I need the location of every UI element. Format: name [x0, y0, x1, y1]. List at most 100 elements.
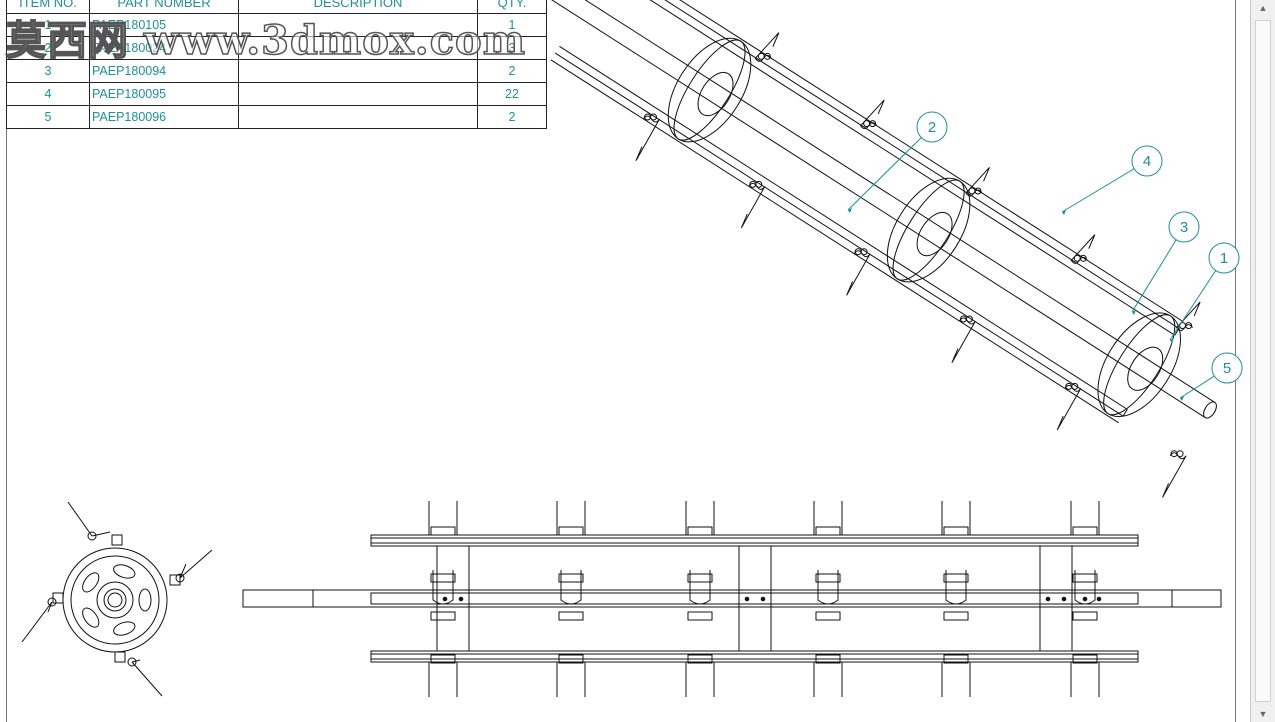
disc-face	[673, 39, 746, 141]
end-hub	[96, 581, 134, 619]
spring-tine	[740, 182, 766, 229]
tine-coil	[1071, 382, 1079, 390]
disc-slot	[113, 564, 136, 579]
bolt-hole	[1096, 596, 1102, 602]
end-tine	[131, 659, 163, 697]
spring-tine	[1056, 384, 1082, 431]
balloon-leader	[847, 126, 933, 211]
front-view	[242, 501, 1222, 697]
disc-slot	[82, 572, 100, 593]
disc-slot	[113, 621, 136, 636]
balloon-number: 2	[928, 119, 936, 136]
end-tine-coil	[87, 531, 97, 541]
balloon-number: 4	[1143, 153, 1151, 170]
disc-outline	[667, 37, 752, 143]
tine-coil	[755, 180, 763, 188]
front-tine-coil	[1072, 526, 1098, 536]
bolt-hole	[458, 596, 464, 602]
front-tine-coil	[943, 526, 969, 536]
tube-end	[1122, 409, 1128, 417]
balloon-arrowhead	[1132, 310, 1136, 315]
end-tine	[67, 501, 111, 537]
bom-row: 5 PAEP180096 2	[6, 105, 547, 129]
bom-description	[238, 13, 478, 37]
end-tine-coil	[175, 573, 185, 583]
bom-description	[238, 36, 478, 60]
vertical-scrollbar[interactable]: ▲ ▼	[1250, 0, 1275, 722]
disc-hub	[1127, 346, 1164, 391]
tube-bracket	[52, 592, 64, 604]
front-tine-coil	[430, 654, 456, 664]
end-tine	[21, 601, 53, 643]
front-tube	[370, 534, 1139, 547]
tine-coil	[757, 52, 765, 60]
u-bolt	[817, 570, 839, 605]
shaft-edge	[584, 0, 1216, 403]
scroll-down-arrow-icon[interactable]: ▼	[1258, 709, 1268, 719]
balloon-circle	[1168, 211, 1200, 243]
tube-bracket	[111, 534, 123, 546]
bom-part-number: PAEP180095	[89, 82, 239, 106]
bom-qty: 22	[477, 82, 547, 106]
front-tine-coil	[430, 526, 456, 536]
front-tine-coil	[558, 573, 584, 583]
disc-hub	[916, 211, 953, 257]
tube-edge	[554, 52, 1124, 417]
balloon-circle	[1131, 145, 1163, 177]
bom-description	[238, 59, 478, 83]
bom-part-number: PAEP180096	[89, 105, 239, 129]
balloon-arrowhead	[1180, 396, 1184, 401]
balloon-leader	[1169, 257, 1225, 341]
tine-coil	[1176, 450, 1184, 458]
front-tine-coil	[815, 573, 841, 583]
balloon-circle	[1208, 242, 1240, 274]
front-tine-coil	[558, 611, 584, 621]
bom-qty: 3	[477, 36, 547, 60]
front-tine-coil	[815, 526, 841, 536]
balloon-arrowhead	[848, 208, 852, 213]
bolt-hole	[1061, 596, 1067, 602]
disc-face	[1103, 314, 1176, 416]
front-tine-coil	[687, 611, 713, 621]
balloon-arrowhead	[1170, 338, 1174, 343]
bom-qty: 2	[477, 59, 547, 83]
balloon-circle	[916, 111, 948, 143]
bom-item-no: 5	[6, 105, 90, 129]
tine-coil	[863, 120, 871, 128]
front-tine-coil	[430, 573, 456, 583]
scroll-thumb[interactable]	[1255, 20, 1271, 702]
disc-outline	[886, 177, 971, 283]
tine-coil	[650, 113, 658, 121]
u-bolt	[945, 570, 967, 605]
balloon-number: 3	[1180, 219, 1188, 236]
shaft-edge	[551, 0, 1206, 419]
scroll-up-arrow-icon[interactable]: ▲	[1258, 3, 1268, 13]
u-bolt	[689, 570, 711, 605]
front-disc	[738, 545, 772, 652]
bolt-hole	[442, 596, 448, 602]
disc-face	[892, 179, 965, 281]
end-view	[21, 501, 213, 697]
bill-of-materials-table: ITEM NO. PART NUMBER DESCRIPTION QTY. 1 …	[6, 0, 547, 129]
front-tine-coil	[815, 611, 841, 621]
end-tine-coil	[127, 657, 137, 667]
spring-tine	[635, 115, 660, 161]
front-tine-coil	[430, 611, 456, 621]
bom-part-number: PAEP180105	[89, 13, 239, 37]
end-tine	[179, 549, 213, 579]
balloon-number: 5	[1223, 360, 1231, 377]
spring-tine	[951, 317, 976, 363]
isometric-view	[550, 0, 1217, 498]
front-tine-coil	[687, 526, 713, 536]
end-tine-coil	[47, 597, 57, 607]
front-tine-coil	[815, 654, 841, 664]
bom-description	[238, 105, 478, 129]
disc-outline	[1097, 312, 1181, 418]
u-bolt	[432, 570, 454, 605]
tine-coil	[860, 248, 868, 256]
bolt-hole	[1082, 596, 1088, 602]
bom-row: 1 PAEP180105 1	[6, 13, 547, 37]
shaft-end	[1203, 401, 1217, 419]
tube-edge	[559, 45, 1128, 410]
